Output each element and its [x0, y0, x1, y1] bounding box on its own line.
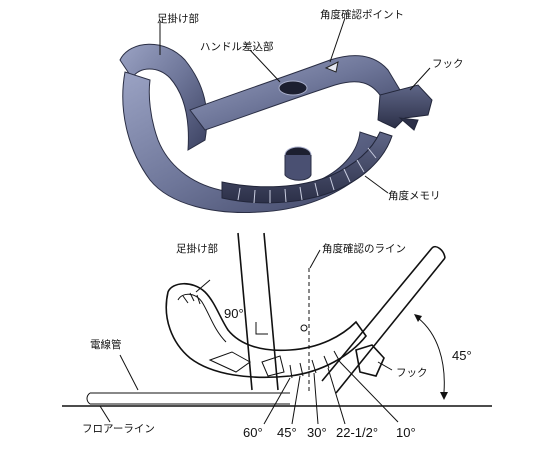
leader-foot-rest [195, 279, 211, 293]
leader-60 [263, 377, 291, 425]
angle-scale-ticks [289, 350, 341, 379]
angle-arc-arrow-bottom [440, 392, 448, 400]
leader-angle-check [309, 249, 321, 269]
leader-hook [377, 361, 393, 371]
drawing-label-conduit: 電線管 [90, 338, 122, 351]
angle-label-10: 10° [396, 425, 416, 440]
photo-hook-tip [398, 117, 419, 131]
angle-arc-45 [417, 317, 445, 393]
photo-label-angle-scale: 角度メモリ [388, 189, 441, 202]
handle-right [263, 232, 279, 391]
angle-label-45-side: 45° [452, 348, 472, 363]
leader-conduit [119, 354, 139, 391]
angle-label-45: 45° [277, 425, 297, 440]
photo-label-handle-socket: ハンドル差込部 [200, 40, 274, 53]
conduit-pipe [86, 392, 290, 405]
angle-label-30: 30° [307, 425, 327, 440]
body-cutout-1 [208, 351, 251, 373]
foot-rest-ribs [182, 292, 201, 305]
photo-foot-rest [119, 43, 208, 151]
drawing-label-angle-check-line: 角度確認のライン [322, 242, 406, 255]
photo-handle-socket [278, 80, 308, 96]
leader-22 [327, 367, 346, 425]
photo-label-foot-rest: 足掛け部 [157, 12, 199, 25]
drawing-hook [355, 344, 385, 377]
handle-left [237, 232, 253, 391]
body-cutout-2 [261, 355, 285, 377]
leader-45 [291, 375, 301, 425]
leader-floor [99, 405, 111, 423]
photo-label-hook: フック [432, 58, 464, 70]
angle-label-90: 90° [224, 306, 244, 321]
bender-photo: 足掛け部 ハンドル差込部 角度確認ポイント フック 角度メモリ [119, 8, 464, 213]
right-angle-mark [255, 322, 268, 335]
photo-scale-ribs [237, 147, 377, 204]
drawing-label-hook: フック [396, 367, 428, 379]
bender-drawing: 足掛け部 角度確認のライン 電線管 フロアーライン フック 90° 45° 60… [62, 232, 492, 440]
bent-pipe-end [431, 245, 446, 259]
angle-label-60: 60° [243, 425, 263, 440]
leader-30 [313, 372, 319, 425]
drawing-label-floor-line: フロアーライン [82, 423, 155, 435]
foot-rest-inner [177, 293, 227, 343]
photo-lower-socket-wall [284, 155, 312, 181]
drawing-label-foot-rest: 足掛け部 [176, 242, 218, 255]
check-hole [300, 324, 308, 332]
photo-check-mark [324, 61, 339, 73]
photo-label-angle-check-point: 角度確認ポイント [320, 8, 404, 21]
photo-hook [377, 84, 433, 129]
angle-label-22-half: 22-1/2° [336, 425, 378, 440]
bender-outline [165, 282, 368, 379]
bent-pipe-lower [335, 257, 446, 394]
leader-10 [339, 361, 399, 423]
angle-arc-arrow-top [414, 314, 422, 322]
